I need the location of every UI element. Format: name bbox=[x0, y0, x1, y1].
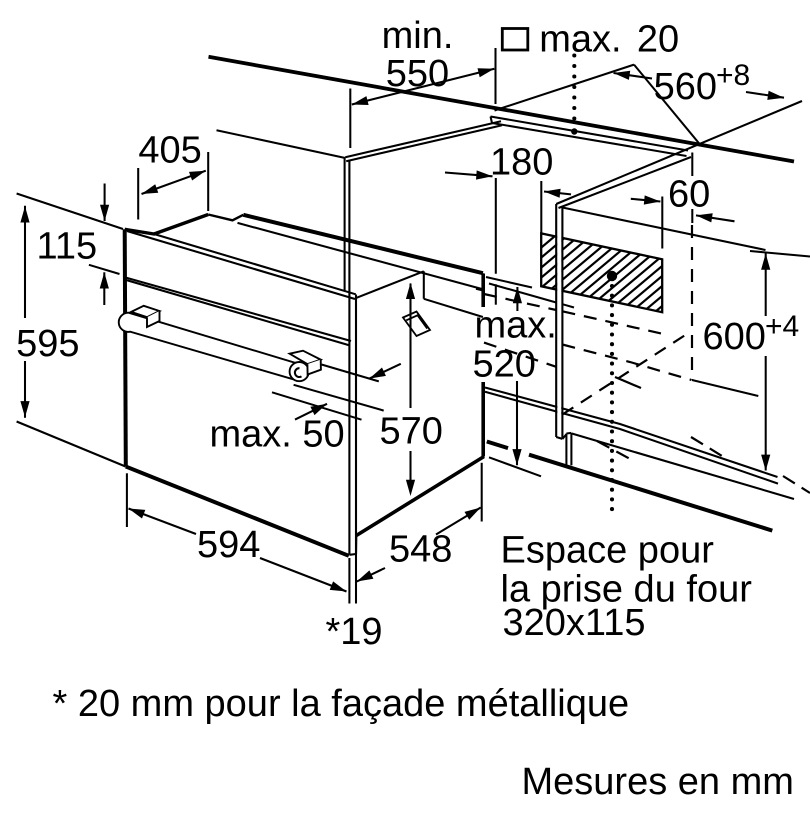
svg-text:115: 115 bbox=[37, 226, 98, 268]
svg-text:600: 600 bbox=[703, 316, 766, 358]
svg-text:594: 594 bbox=[197, 524, 260, 566]
svg-text:570: 570 bbox=[380, 411, 443, 453]
svg-text:595: 595 bbox=[16, 323, 79, 365]
svg-text:max.: max. bbox=[539, 18, 621, 60]
svg-text:+8: +8 bbox=[716, 59, 750, 92]
svg-text:405: 405 bbox=[138, 130, 201, 172]
svg-text:548: 548 bbox=[389, 529, 452, 571]
svg-text:180: 180 bbox=[490, 142, 553, 184]
svg-text:Mesures en mm: Mesures en mm bbox=[522, 761, 794, 803]
svg-text:Espace pour: Espace pour bbox=[501, 529, 715, 571]
svg-text:* 20 mm pour la façade métalli: * 20 mm pour la façade métallique bbox=[53, 683, 630, 725]
svg-text:+4: +4 bbox=[765, 310, 799, 343]
svg-text:20: 20 bbox=[637, 18, 679, 60]
svg-text:max.: max. bbox=[475, 305, 557, 347]
svg-text:320x115: 320x115 bbox=[503, 602, 646, 644]
svg-text:550: 550 bbox=[386, 53, 449, 95]
svg-text:*19: *19 bbox=[326, 611, 383, 653]
svg-text:60: 60 bbox=[668, 174, 710, 216]
svg-text:560: 560 bbox=[654, 66, 717, 108]
svg-text:max. 50: max. 50 bbox=[210, 414, 345, 456]
svg-text:min.: min. bbox=[382, 15, 454, 57]
svg-text:520: 520 bbox=[473, 343, 536, 385]
